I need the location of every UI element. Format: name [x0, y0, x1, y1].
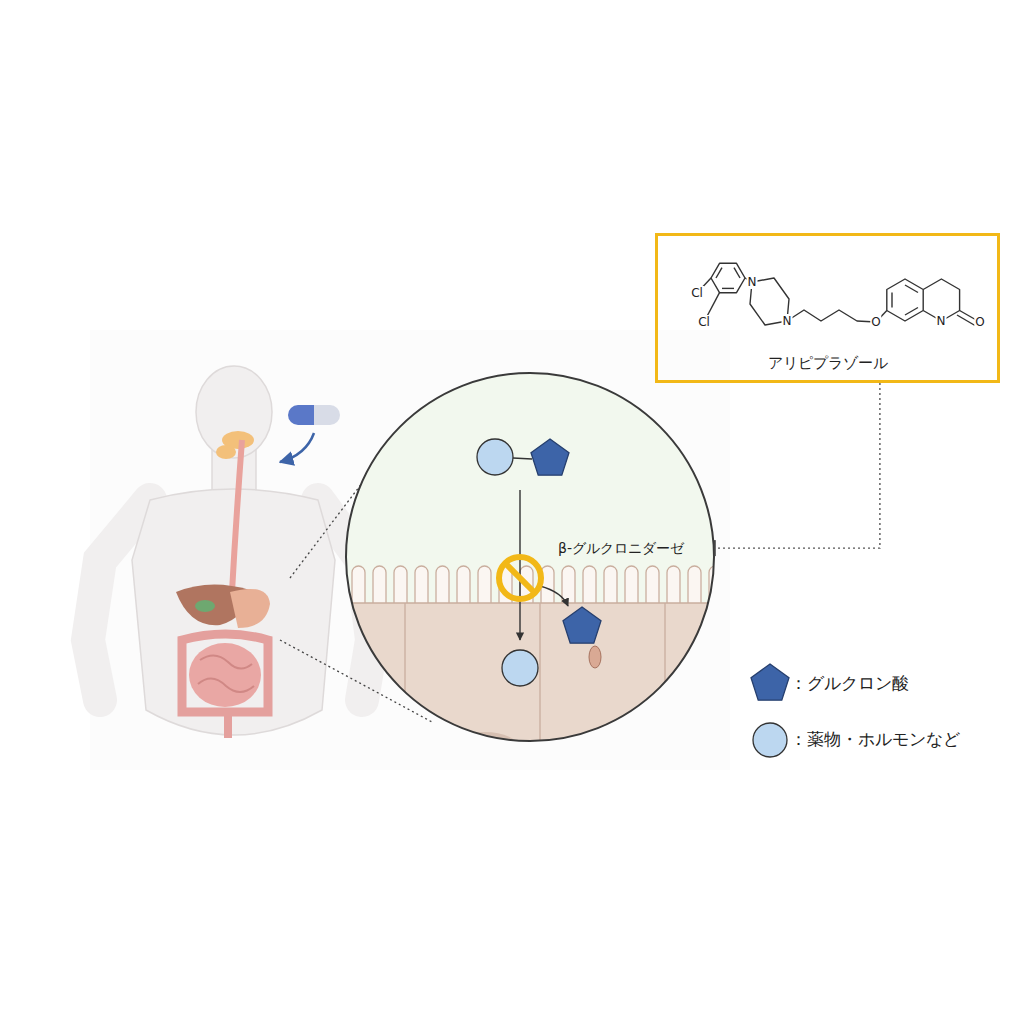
atom-label: N — [782, 314, 793, 328]
atom-label: Cl — [697, 315, 711, 329]
atom-label: N — [936, 314, 947, 328]
atom-label: O — [870, 315, 881, 329]
intestine-section — [340, 370, 722, 764]
inhibition-sign — [499, 557, 541, 599]
body-silhouette — [88, 366, 372, 735]
legend-text: ：グルクロン酸 — [790, 672, 909, 695]
conjugate — [477, 439, 569, 475]
digestive-organs — [176, 431, 270, 738]
capsule — [288, 405, 340, 425]
connector-line — [715, 383, 880, 548]
zoom-circle: β-グルクロニダーゼ — [345, 372, 715, 742]
inhibition-head — [714, 540, 716, 556]
node-label: β-グルクロニダーゼ — [558, 540, 684, 557]
node-label: アリピプラゾール — [658, 354, 997, 372]
inhibition-connector — [715, 383, 880, 556]
released-molecules — [502, 607, 601, 686]
drug-box: アリピプラゾール — [655, 233, 1000, 383]
legend-samples — [751, 664, 789, 757]
flow-arrow — [519, 490, 520, 640]
legend-text: ：薬物・ホルモンなど — [790, 728, 960, 751]
atom-label: O — [974, 315, 985, 329]
legend-entry: ：薬物・ホルモンなど — [784, 728, 960, 751]
atom-label: Cl — [690, 286, 704, 300]
intake-arrow — [280, 433, 314, 462]
legend-entry: ：グルクロン酸 — [784, 672, 909, 695]
background-panel — [90, 330, 730, 770]
atom-label: N — [747, 275, 758, 289]
release-arrow — [540, 586, 568, 606]
